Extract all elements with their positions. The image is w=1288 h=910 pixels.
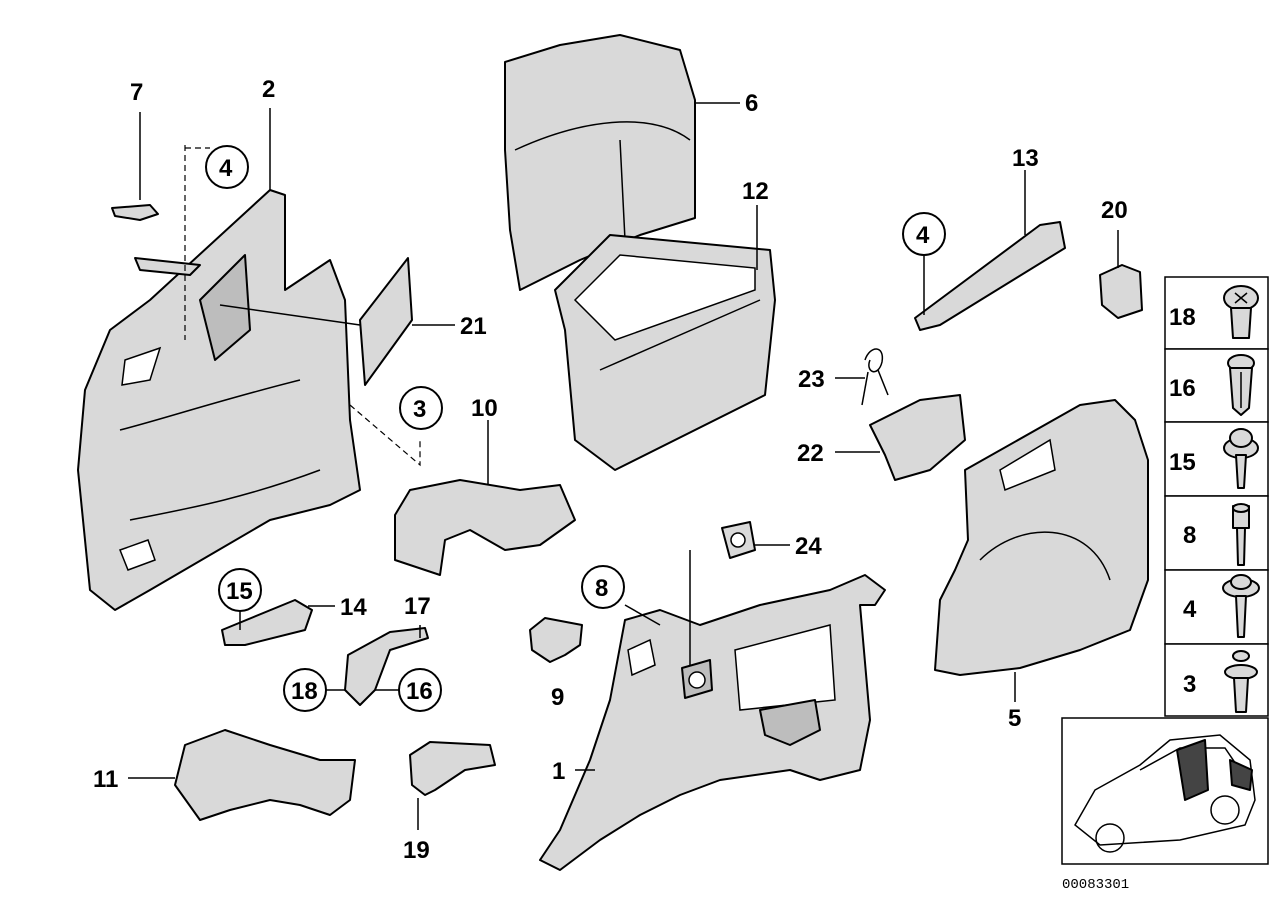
part-12-storage-bin	[554, 234, 776, 471]
part-6-backrest-panel	[504, 34, 696, 291]
label-21: 21	[460, 313, 487, 340]
part-24-hole	[730, 532, 746, 548]
fastener-label-16: 16	[1169, 375, 1196, 402]
clip-nut-icon	[1224, 650, 1258, 713]
torx-washer-screw-icon	[1223, 428, 1259, 489]
part-14-bracket	[221, 599, 313, 646]
part-10-duct-cover	[394, 479, 576, 576]
label-14: 14	[340, 594, 367, 621]
part-21-pointer	[219, 304, 361, 326]
part-13-rail	[914, 221, 1066, 331]
car-locator-thumbnail	[1061, 717, 1269, 865]
label-11: 11	[93, 766, 118, 793]
callout-circle-8	[581, 565, 625, 609]
fastener-label-3: 3	[1183, 671, 1196, 698]
label-22: 22	[797, 440, 824, 467]
label-2: 2	[262, 76, 275, 103]
fastener-label-8: 8	[1183, 522, 1196, 549]
part-5-right-trim-panel	[934, 399, 1149, 676]
label-20: 20	[1101, 197, 1128, 224]
part-19-small-bracket	[409, 741, 496, 796]
label-9: 9	[551, 684, 564, 711]
label-13: 13	[1012, 145, 1039, 172]
part-22-latch	[869, 394, 966, 481]
label-5: 5	[1008, 705, 1021, 732]
part-8-leader	[624, 604, 661, 626]
label-18: 18	[291, 678, 318, 705]
part-7-clip	[111, 204, 159, 221]
socket-bolt-icon	[1232, 503, 1250, 566]
fastener-label-15: 15	[1169, 449, 1196, 476]
label-4b: 4	[916, 222, 930, 249]
label-1: 1	[552, 758, 565, 785]
label-6: 6	[745, 90, 758, 117]
label-12: 12	[742, 178, 769, 205]
label-3: 3	[413, 396, 426, 423]
label-17: 17	[404, 593, 431, 620]
part-3-mount-line	[349, 404, 421, 467]
label-10: 10	[471, 395, 498, 422]
fastener-label-4: 4	[1183, 596, 1197, 623]
label-16: 16	[406, 678, 433, 705]
fastener-table: 18 16 15 8 4 3	[1164, 276, 1269, 717]
part-23-spring	[861, 348, 889, 406]
label-4a: 4	[219, 155, 233, 182]
label-23: 23	[798, 366, 825, 393]
part-21-cover-flap	[359, 257, 413, 386]
diagram-serial-number: 00083301	[1062, 877, 1129, 893]
label-15: 15	[226, 578, 253, 605]
label-8: 8	[595, 575, 608, 602]
part-17-strap	[344, 627, 429, 706]
label-7: 7	[130, 79, 143, 106]
callout-circle-4a	[205, 145, 249, 189]
callout-circle-3	[399, 386, 443, 430]
expanding-rivet-icon	[1227, 354, 1255, 416]
label-19: 19	[403, 837, 430, 864]
part-9-clip	[529, 617, 583, 663]
part-1-lower-trim-panel	[539, 550, 886, 871]
part-2-side-trim-panel	[77, 189, 361, 611]
label-24: 24	[795, 533, 822, 560]
fastener-label-18: 18	[1169, 304, 1196, 331]
cross-head-screw-icon	[1223, 285, 1259, 339]
part-11-support-bracket	[174, 729, 356, 821]
washer-head-screw-icon	[1222, 574, 1260, 638]
part-20-clip	[1099, 264, 1143, 319]
